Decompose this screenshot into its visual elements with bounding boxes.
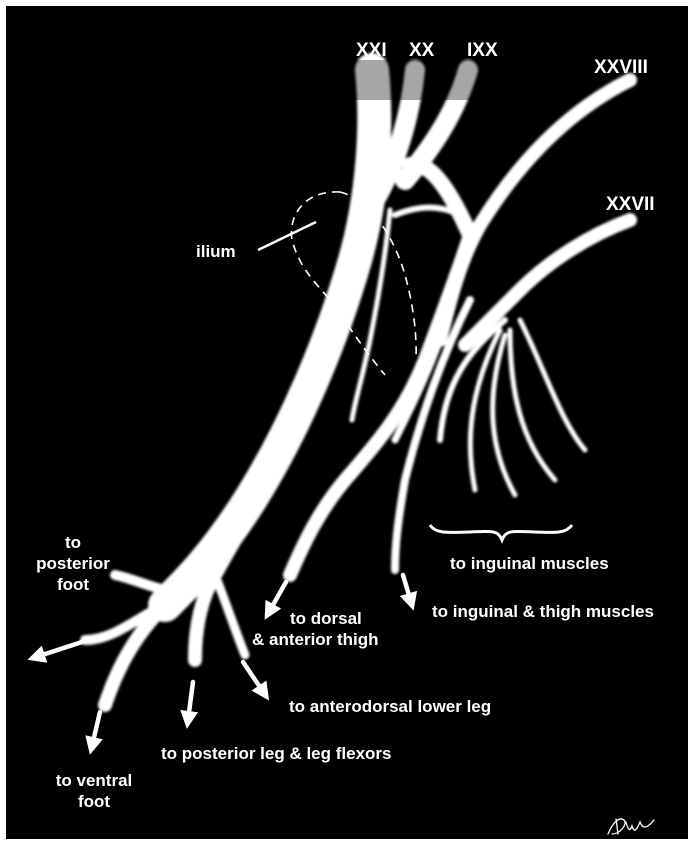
posterior-foot-line-1: to [18, 532, 128, 553]
posterior-foot-label: to posterior foot [18, 532, 128, 595]
arrow-anterodorsal-leg [243, 662, 264, 693]
posterior-foot-line-3: foot [18, 574, 128, 595]
ilium-pointer [258, 222, 316, 250]
arrow-ventral-foot [92, 712, 100, 746]
anterodorsal-leg-label: to anterodorsal lower leg [289, 696, 491, 717]
arrow-posterior-leg [188, 682, 193, 720]
inguinal-brace [430, 525, 572, 540]
ilium-label: ilium [196, 241, 236, 262]
ventral-foot-line-2: foot [34, 791, 154, 812]
posterior-leg-label: to posterior leg & leg flexors [161, 743, 392, 764]
artist-signature [604, 814, 660, 838]
inguinal-branch-5 [520, 320, 585, 450]
ventral-foot-line-1: to ventral [34, 770, 154, 791]
dorsal-thigh-label: to dorsal & anterior thigh [252, 608, 379, 650]
root-xxi [165, 70, 374, 605]
root-label-xxviii: XXVIII [594, 57, 648, 78]
root-xxvii [465, 220, 630, 345]
leg-branch-anterodorsal [215, 575, 245, 655]
inguinal-muscles-label: to inguinal muscles [450, 553, 609, 574]
root-top-fade [340, 60, 500, 100]
arrow-posterior-foot [36, 642, 82, 657]
root-label-xxvii: XXVII [606, 194, 655, 215]
inguinal-thigh-label: to inguinal & thigh muscles [432, 601, 654, 622]
root-label-ixx: IXX [467, 40, 498, 61]
root-label-xxi: XXI [356, 40, 387, 61]
dorsal-thigh-line-1: to dorsal [252, 608, 379, 629]
ventral-foot-label: to ventral foot [34, 770, 154, 812]
posterior-foot-line-2: posterior [18, 553, 128, 574]
dorsal-thigh-line-2: & anterior thigh [252, 629, 379, 650]
diagram-panel: XXI XX IXX XXVIII XXVII ilium to posteri… [6, 6, 688, 839]
arrow-inguinal-thigh [403, 575, 411, 602]
root-label-xx: XX [409, 40, 434, 61]
trunk-connector-2 [395, 208, 460, 216]
